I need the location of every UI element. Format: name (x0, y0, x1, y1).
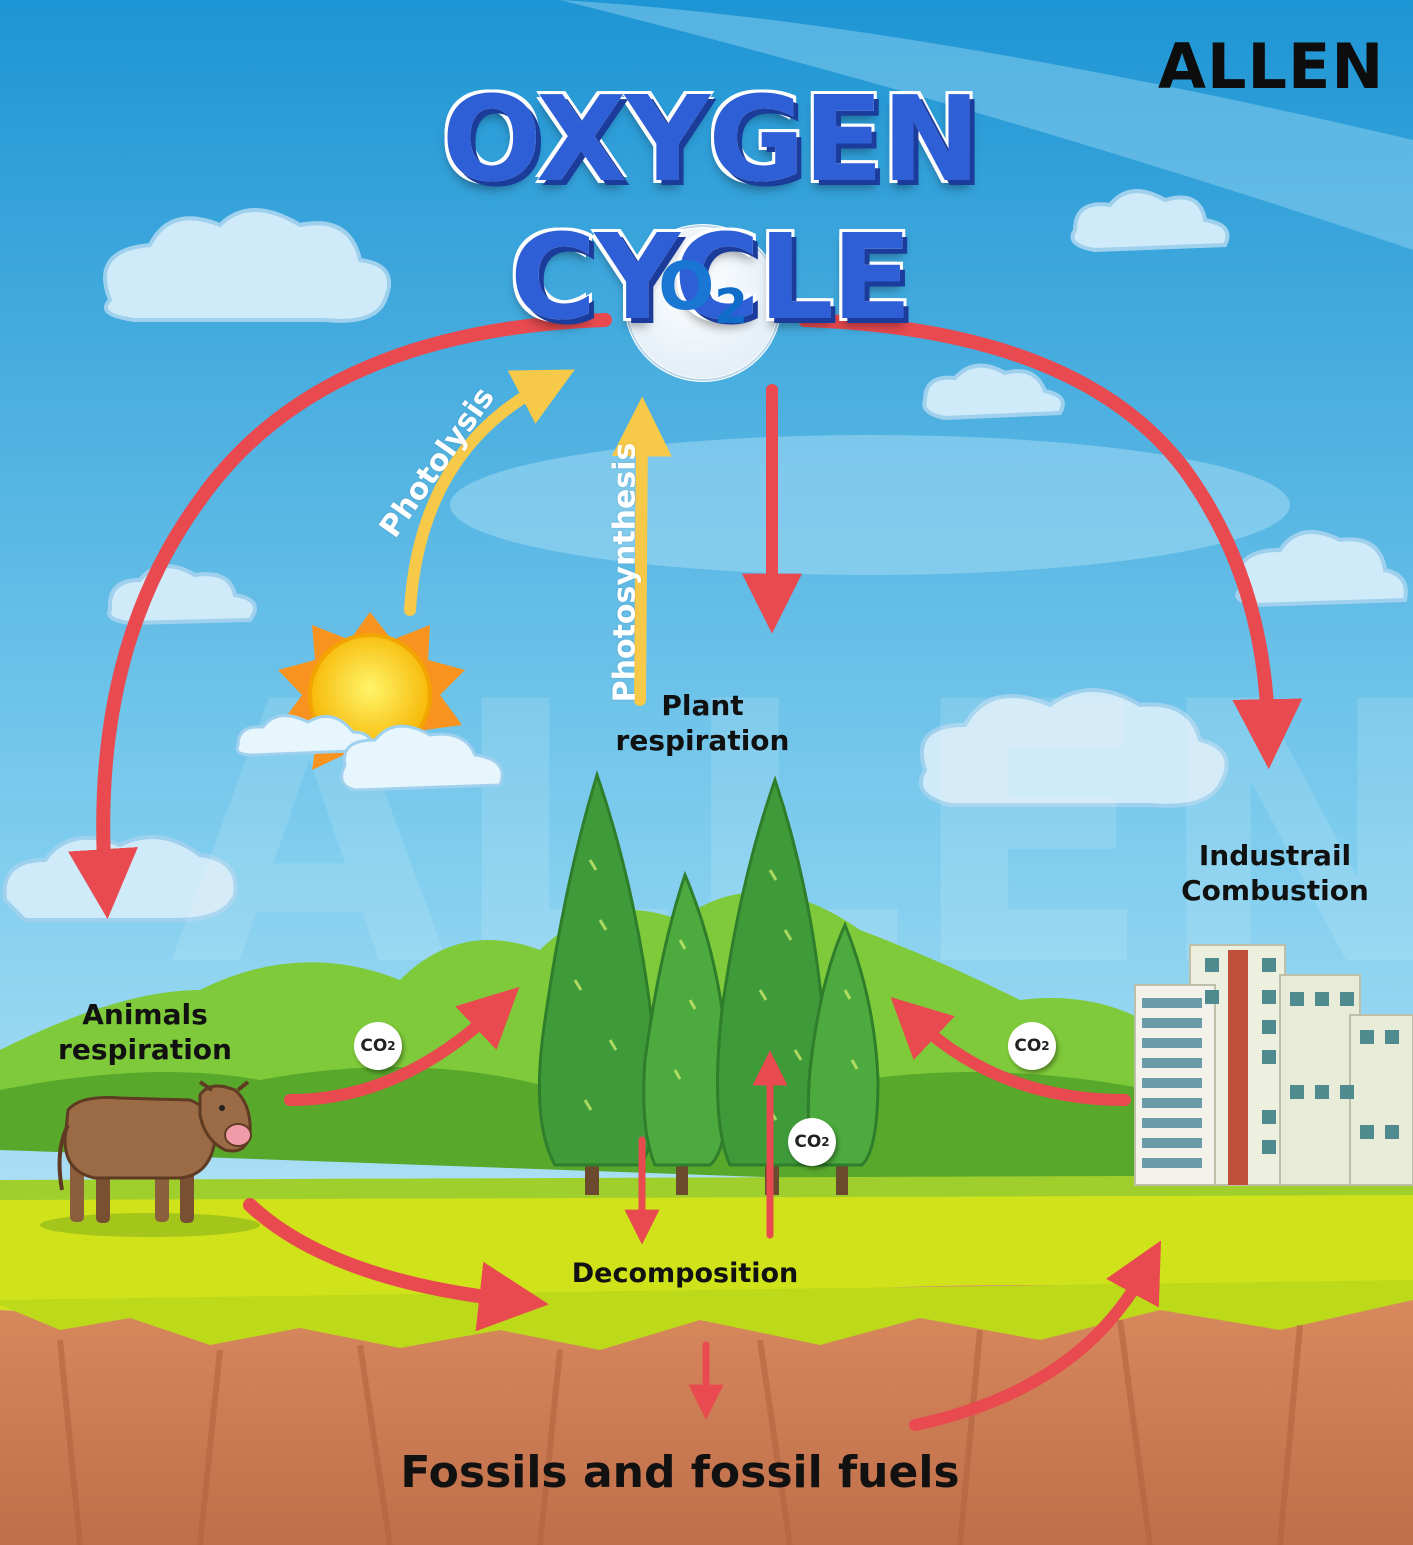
brand-logo: ALLEN (1158, 30, 1385, 103)
arrow-animals-to-decomp (243, 1198, 549, 1332)
tree-icon (537, 770, 658, 1195)
o2-label: O2 (658, 248, 748, 335)
photosynthesis-label: Photosynthesis (607, 442, 643, 703)
cloud-icon (918, 688, 1229, 808)
cloud-icon (103, 208, 391, 323)
decomposition-label: Decomposition (571, 1258, 799, 1289)
tree-icon (806, 921, 880, 1195)
arrow-photolysis (404, 369, 575, 616)
cloud-icon (1070, 189, 1230, 253)
building-icon (1134, 944, 1413, 1186)
cloud-icon (922, 363, 1065, 421)
animals-respiration-label: Animals respiration (58, 998, 232, 1066)
plant-respiration-label: Plant respiration (615, 689, 790, 757)
arrow-industry-co2-to-plants (890, 996, 1131, 1106)
tree-icon (642, 870, 730, 1195)
arrow-fossils-to-industry (909, 1240, 1162, 1431)
arrow-o2-to-industry (798, 313, 1303, 770)
page-title: OXYGEN CYCLE (441, 70, 981, 346)
sun-icon (235, 612, 504, 792)
arrow-o2-to-animals (68, 313, 612, 920)
cow-icon (40, 1080, 260, 1237)
industrial-combustion-label: Industrail Combustion (1181, 839, 1369, 907)
arrow-photosynthesis (611, 396, 672, 706)
fossils-label: Fossils and fossil fuels (400, 1447, 960, 1498)
arrow-animals-co2-to-plants (284, 986, 520, 1106)
